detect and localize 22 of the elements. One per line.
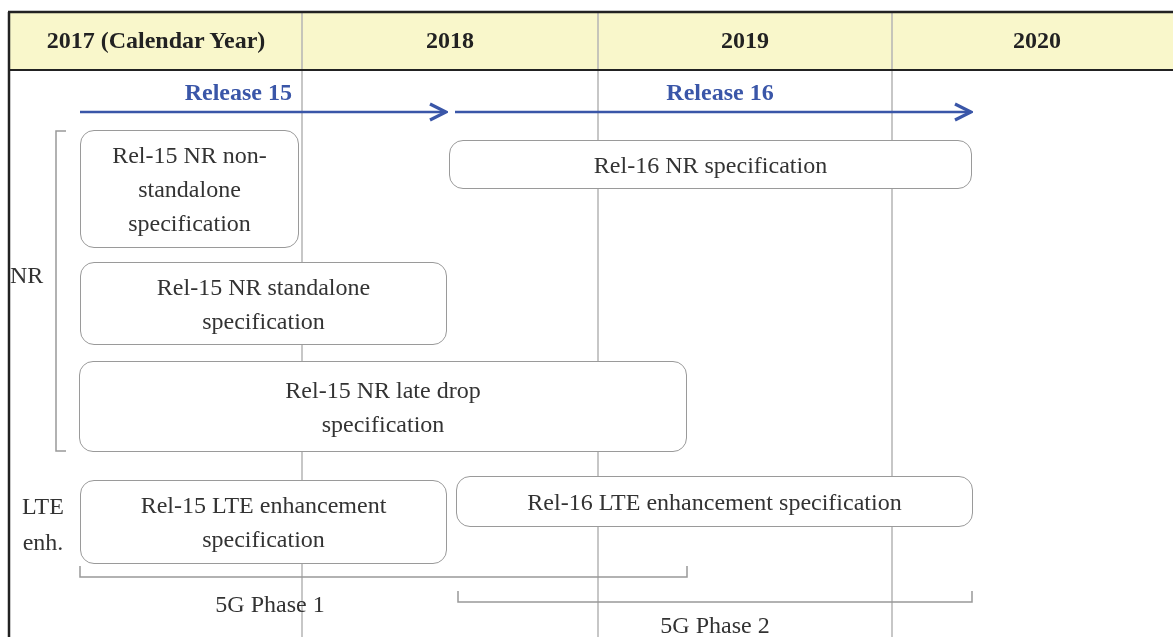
spec-box: [80, 480, 447, 564]
year-header: 2017 (Calendar Year): [45, 26, 267, 55]
release-label: Release 15: [183, 78, 292, 107]
phase-label: 5G Phase 1: [214, 590, 326, 619]
spec-text: Rel-15 LTE enhancement specification: [139, 491, 388, 554]
spec-box: [456, 476, 973, 527]
spec-text: Rel-16 NR specification: [593, 150, 828, 180]
group-label: LTE enh.: [21, 492, 65, 557]
spec-text: Rel-15 NR standalone specification: [155, 272, 372, 336]
year-header: 2018: [425, 26, 475, 55]
spec-text: Rel-16 LTE enhancement specification: [527, 487, 902, 517]
year-header: 2020: [1012, 26, 1062, 55]
spec-box: [80, 130, 299, 248]
year-header: 2019: [720, 26, 770, 55]
spec-text: Rel-15 NR late drop specification: [284, 375, 482, 439]
spec-box: [80, 262, 447, 345]
phase-label: 5G Phase 2: [659, 611, 771, 637]
release-label: Release 16: [665, 78, 775, 107]
spec-box: [449, 140, 972, 189]
spec-box: [79, 361, 687, 452]
spec-text: Rel-15 NR non-standalone specification: [111, 141, 268, 238]
group-label: NR: [10, 261, 45, 290]
